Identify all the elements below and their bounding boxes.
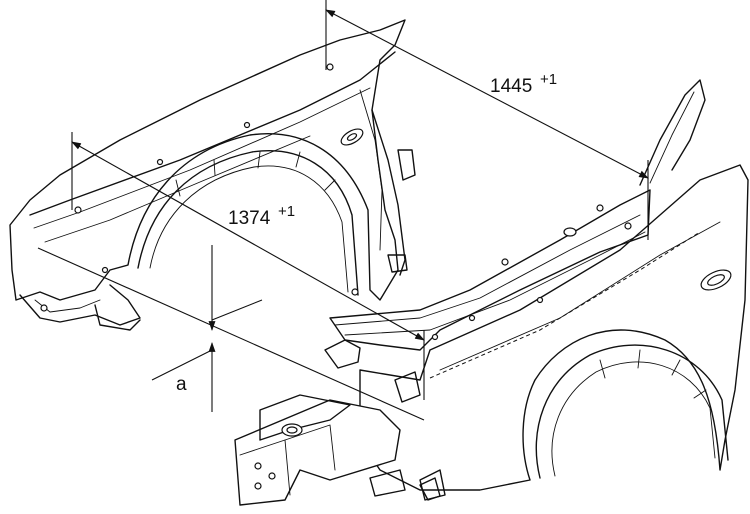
dimension-rear-line: [325, 9, 649, 179]
dimension-front-line: [71, 141, 425, 341]
dimension-front-tolerance: +1: [278, 203, 295, 220]
dimension-rear-value: 1445: [490, 76, 532, 97]
dimension-height-label: a: [176, 374, 187, 395]
dimension-rear: 1445 +1: [325, 0, 649, 240]
dimension-height-a: a: [37, 245, 425, 421]
dimension-front: 1374 +1: [71, 132, 425, 400]
dimension-rear-tolerance: +1: [540, 71, 557, 88]
right-fender: [324, 79, 749, 501]
front-frame-rail: [234, 394, 441, 506]
dimension-front-value: 1374: [228, 208, 271, 229]
